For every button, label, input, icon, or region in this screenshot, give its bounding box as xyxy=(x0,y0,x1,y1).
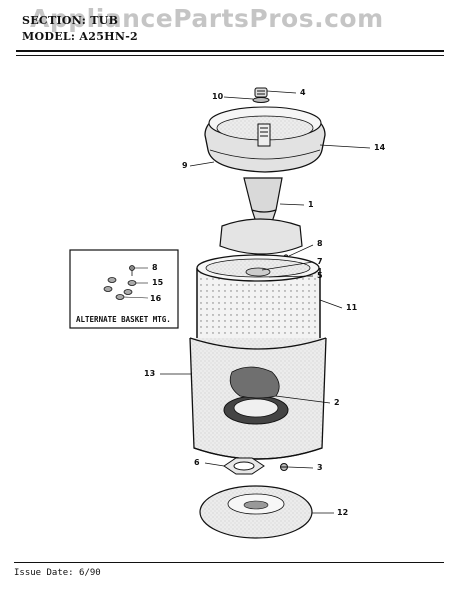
model-label: MODEL: A25HN-2 xyxy=(22,30,139,43)
screw-part xyxy=(280,463,288,471)
seal-ring-part xyxy=(223,457,265,475)
callout-5: 5 xyxy=(317,271,323,280)
callout-1: 1 xyxy=(308,200,314,209)
washer-part xyxy=(252,97,270,103)
callout-7: 7 xyxy=(317,257,323,266)
section-label: SECTION: TUB xyxy=(22,14,119,27)
cap-nut-part xyxy=(254,87,268,98)
callout-6: 6 xyxy=(194,458,200,467)
header-rule-top xyxy=(16,50,444,52)
callout-11: 11 xyxy=(346,303,358,312)
outer-tub-part xyxy=(189,337,327,460)
callout-2: 2 xyxy=(334,398,340,407)
callout-3: 3 xyxy=(317,463,323,472)
base-plate-part xyxy=(199,485,313,539)
callout-12: 12 xyxy=(337,508,349,517)
inset-callout-8: 8 xyxy=(152,263,158,272)
callout-4: 4 xyxy=(300,88,306,97)
callout-14: 14 xyxy=(374,143,386,152)
agitator-column-part xyxy=(219,177,303,255)
callout-8: 8 xyxy=(317,239,323,248)
agitator-shaft-part xyxy=(257,123,271,147)
leader-lines xyxy=(160,90,371,514)
callout-9: 9 xyxy=(182,161,188,170)
footer-rule xyxy=(14,562,444,563)
inset-callout-16: 16 xyxy=(150,294,162,303)
alternate-basket-inset xyxy=(69,249,179,329)
inset-callout-15: 15 xyxy=(152,278,164,287)
callout-10: 10 xyxy=(212,92,224,101)
issue-date: Issue Date: 6/90 xyxy=(14,568,101,578)
inset-label: ALTERNATE BASKET MTG. xyxy=(76,315,171,324)
watermark: AppliancePartsPros.com xyxy=(30,4,384,33)
callout-13: 13 xyxy=(144,369,156,378)
header-rule-bottom xyxy=(16,55,444,56)
wash-basket-part xyxy=(196,254,321,352)
